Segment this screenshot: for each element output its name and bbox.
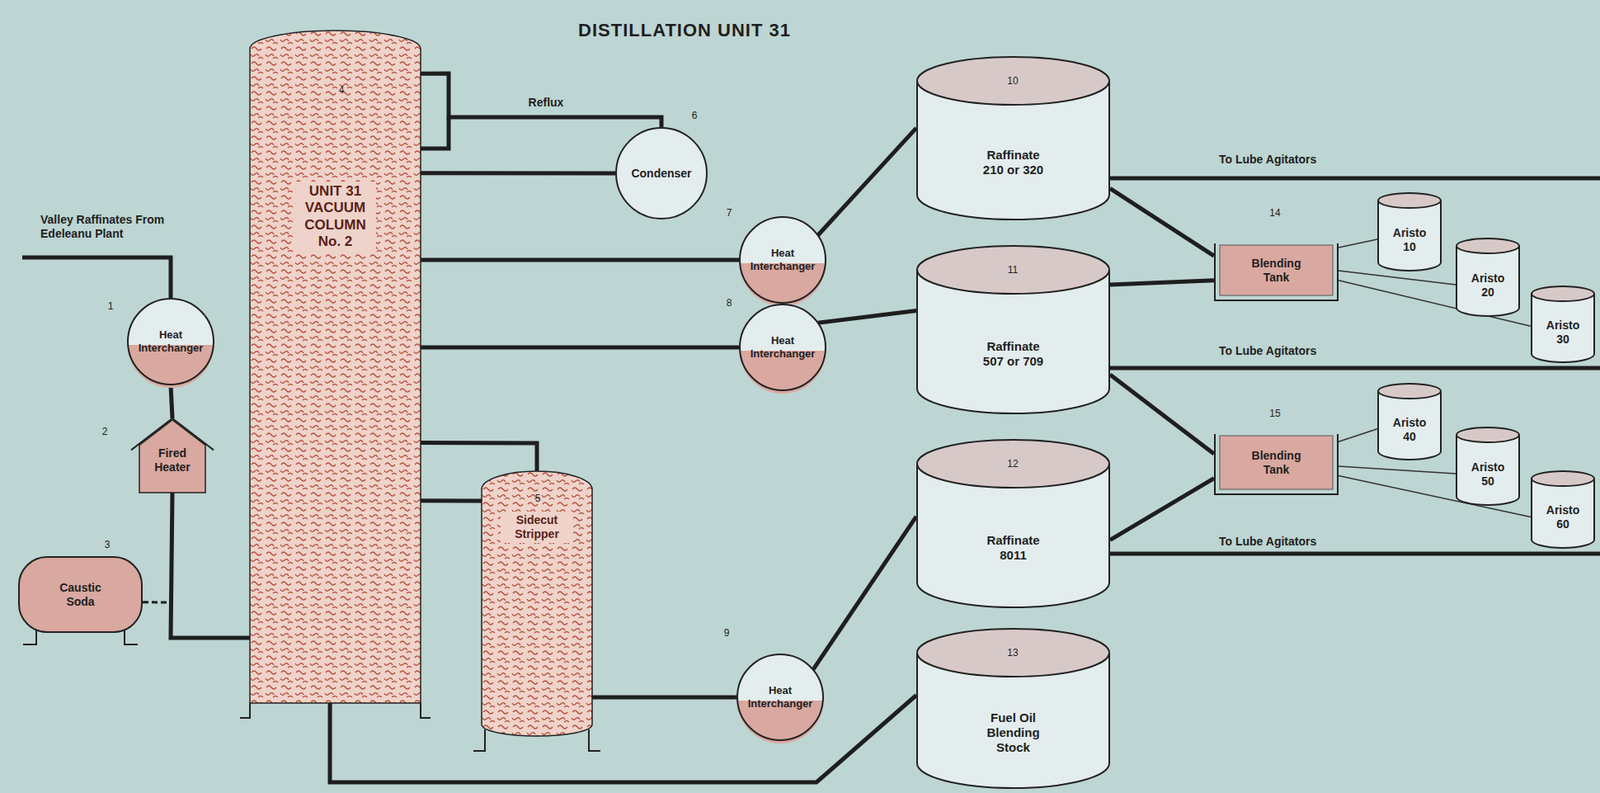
feed-label: Valley Raffinates From Edeleanu Plant [40, 212, 173, 241]
callout-number: 2 [102, 425, 109, 438]
callout-number: 5 [535, 492, 542, 504]
node-text: Aristo 40 [1386, 415, 1433, 444]
condenser: Condenser [615, 127, 708, 220]
diagram-title: DISTILLATION UNIT 31 [578, 19, 791, 42]
node-text: Heat Interchanger [131, 328, 211, 354]
destination-label: To Lube Agitators [1218, 534, 1317, 549]
heat-interchanger: Heat Interchanger [127, 297, 215, 386]
aristo-drum: Aristo 10 [1377, 192, 1442, 271]
callout-number: 3 [104, 538, 111, 551]
pipe [420, 498, 482, 503]
pipe [420, 73, 662, 128]
pipe [170, 385, 173, 419]
node-text: UNIT 31 VACUUM COLUMN No. 2 [295, 181, 377, 253]
edge-label: Reflux [528, 95, 565, 110]
feed-line [1338, 465, 1456, 474]
pipe [1110, 478, 1215, 541]
pipe [592, 695, 737, 700]
pipe [420, 442, 537, 471]
blending-tank: Blending Tank [1214, 240, 1339, 302]
sidecut-stripper: Sidecut Stripper [481, 470, 593, 736]
destination-label: To Lube Agitators [1218, 343, 1317, 358]
callout-number: 11 [1007, 263, 1018, 276]
feed-line [1338, 239, 1378, 248]
pipe [420, 170, 616, 175]
aristo-drum: Aristo 50 [1455, 426, 1520, 505]
lube-pipe [1110, 366, 1600, 371]
pipe [1110, 374, 1215, 454]
callout-number: 8 [726, 296, 733, 309]
node-text: Heat Interchanger [743, 246, 823, 273]
blending-tank: Blending Tank [1214, 430, 1339, 495]
pipe [420, 344, 739, 349]
vacuum-column: UNIT 31 VACUUM COLUMN No. 2 [249, 30, 421, 703]
pipe [142, 602, 250, 638]
callout-number: 12 [1007, 457, 1018, 470]
callout-number: 9 [724, 626, 730, 639]
pipe [1110, 188, 1215, 256]
node-text: Blending Tank [1243, 448, 1310, 477]
heat-interchanger: Heat Interchanger [738, 216, 827, 304]
feed-line [1338, 428, 1378, 443]
node-text: Aristo 30 [1539, 318, 1586, 347]
destination-label: To Lube Agitators [1218, 152, 1317, 167]
vacuum-column-shape [249, 30, 421, 703]
callout-number: 1 [108, 300, 114, 312]
node-text: Aristo 10 [1386, 225, 1433, 255]
node-text: Aristo 50 [1464, 460, 1511, 489]
node-text: Raffinate 507 or 709 [976, 338, 1051, 369]
callout-number: 7 [726, 207, 733, 219]
node-text: Condenser [630, 166, 692, 181]
caustic-soda-tank: Caustic Soda [18, 555, 143, 633]
node-text: Aristo 20 [1464, 271, 1511, 300]
heat-interchanger: Heat Interchanger [738, 303, 827, 391]
fired-heater: Fired Heater [136, 418, 209, 493]
node-text: Blending Tank [1243, 256, 1310, 285]
node-text: Aristo 60 [1539, 503, 1586, 532]
feed-pipe [22, 257, 171, 298]
top-bracket-pipe [420, 117, 449, 149]
pipe [818, 310, 917, 324]
pipe [818, 127, 917, 236]
callout-number: 13 [1007, 646, 1018, 659]
pipe [1110, 280, 1215, 285]
pipe [329, 695, 917, 783]
aristo-drum: Aristo 40 [1377, 382, 1442, 460]
aristo-drum: Aristo 30 [1530, 285, 1596, 363]
aristo-drum: Aristo 20 [1455, 237, 1520, 316]
lube-pipe [1110, 551, 1600, 556]
node-text: Fired Heater [141, 446, 204, 475]
feed-line [1338, 270, 1456, 285]
node-text: Fuel Oil Blending Stock [976, 710, 1051, 755]
pipe [170, 492, 250, 638]
aristo-drum: Aristo 60 [1530, 470, 1596, 548]
callout-number: 14 [1269, 207, 1280, 219]
node-text: Raffinate 210 or 320 [976, 147, 1051, 178]
node-text: Caustic Soda [47, 580, 114, 609]
node-text: Heat Interchanger [743, 334, 823, 360]
lube-pipe [1110, 176, 1600, 181]
callout-number: 10 [1007, 75, 1018, 87]
node-text: Heat Interchanger [740, 683, 820, 710]
node-text: Sidecut Stripper [500, 511, 574, 543]
callout-number: 15 [1269, 407, 1280, 419]
pipe [420, 257, 739, 262]
callout-number: 6 [691, 109, 698, 122]
callout-number: 4 [338, 84, 345, 96]
node-text: Raffinate 8011 [976, 532, 1051, 563]
pipe [813, 516, 917, 670]
heat-interchanger: Heat Interchanger [736, 653, 824, 741]
